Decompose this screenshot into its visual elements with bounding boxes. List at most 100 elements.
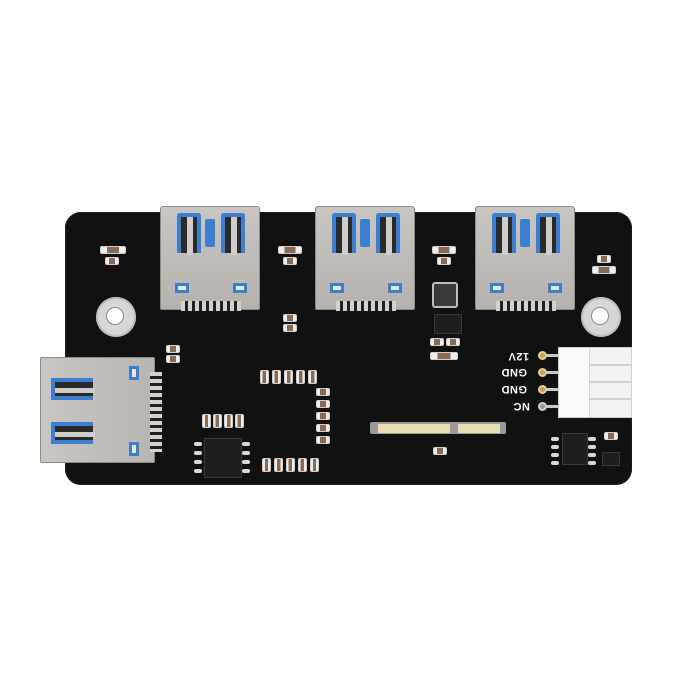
- resistor: [316, 424, 330, 432]
- resistor: [310, 458, 319, 472]
- resistor: [286, 458, 295, 472]
- usb-slot: [177, 213, 201, 255]
- usb-pins: [181, 301, 241, 311]
- capacitor: [278, 246, 302, 254]
- ic-pin: [242, 469, 250, 473]
- ic-pin: [588, 445, 596, 449]
- resistor: [284, 370, 293, 384]
- usb-slot: [51, 422, 95, 444]
- ic-pin: [551, 461, 559, 465]
- ic-pin: [194, 451, 202, 455]
- usb-tab: [490, 283, 504, 293]
- resistor: [262, 458, 271, 472]
- capacitor: [100, 246, 126, 254]
- usb-tab: [175, 283, 189, 293]
- resistor: [202, 414, 211, 428]
- pin-label-gnd: GND: [501, 366, 527, 378]
- transistor: [602, 452, 620, 466]
- resistor: [272, 370, 281, 384]
- resistor: [260, 370, 269, 384]
- header-base: [559, 348, 590, 417]
- pin-label-nc: NC: [513, 400, 530, 412]
- usb-tab: [330, 283, 344, 293]
- header-divider: [589, 364, 631, 366]
- ic-pin: [194, 469, 202, 473]
- ic-pin: [551, 445, 559, 449]
- usb-slot: [492, 213, 516, 255]
- resistor: [213, 414, 222, 428]
- fpc-connector[interactable]: [370, 422, 506, 434]
- usb-tongue: [205, 219, 215, 247]
- resistor: [283, 324, 297, 332]
- resistor: [316, 436, 330, 444]
- header-divider: [589, 381, 631, 383]
- fpc-contacts: [458, 424, 500, 433]
- ic-pin: [242, 451, 250, 455]
- resistor: [274, 458, 283, 472]
- usb-slot: [332, 213, 356, 255]
- resistor: [437, 257, 451, 265]
- usb-pins: [336, 301, 396, 311]
- ic-pin: [551, 437, 559, 441]
- usb-tab: [233, 283, 247, 293]
- mounting-hole-right: [581, 297, 621, 337]
- pin-label-12v: 12V: [508, 350, 530, 362]
- resistor: [235, 414, 244, 428]
- resistor: [166, 355, 180, 363]
- usb-pins: [496, 301, 556, 311]
- pin-lead: [546, 354, 566, 357]
- ic-pin: [588, 437, 596, 441]
- resistor: [430, 338, 444, 346]
- usb-slot: [51, 378, 95, 400]
- resistor: [105, 257, 119, 265]
- usb-tab: [548, 283, 562, 293]
- usb-slot: [536, 213, 560, 255]
- usb-tongue: [360, 219, 370, 247]
- mounting-hole-left: [96, 297, 136, 337]
- ic-pin: [588, 453, 596, 457]
- resistor: [224, 414, 233, 428]
- resistor: [283, 257, 297, 265]
- pin-lead: [546, 371, 566, 374]
- resistor: [298, 458, 307, 472]
- ic-pin: [194, 442, 202, 446]
- hub-controller-ic: [204, 438, 242, 478]
- power-switch-ic: [562, 433, 588, 465]
- usb-port-3[interactable]: [475, 206, 575, 311]
- usb-tab: [129, 366, 139, 380]
- power-header-connector[interactable]: [558, 347, 632, 418]
- ic-pin: [242, 460, 250, 464]
- resistor: [316, 412, 330, 420]
- capacitor: [430, 352, 458, 360]
- usb-tab: [388, 283, 402, 293]
- resistor: [446, 338, 460, 346]
- usb-port-1[interactable]: [160, 206, 260, 311]
- resistor: [597, 255, 611, 263]
- usb-pins: [150, 372, 162, 452]
- regulator-ic: [434, 314, 462, 334]
- resistor: [604, 432, 618, 440]
- usb-slot: [376, 213, 400, 255]
- usb-slot: [221, 213, 245, 255]
- usb-tongue: [520, 219, 530, 247]
- resistor: [283, 314, 297, 322]
- ic-pin: [194, 460, 202, 464]
- pin-lead: [546, 405, 566, 408]
- pin-lead: [546, 388, 566, 391]
- resistor: [166, 345, 180, 353]
- header-divider: [589, 398, 631, 400]
- resistor: [316, 400, 330, 408]
- capacitor: [592, 266, 616, 274]
- pin-label-gnd: GND: [501, 383, 527, 395]
- fpc-contacts: [378, 424, 450, 433]
- capacitor: [432, 246, 456, 254]
- resistor: [296, 370, 305, 384]
- resistor: [308, 370, 317, 384]
- usb-port-2[interactable]: [315, 206, 415, 311]
- resistor: [316, 388, 330, 396]
- usb-tab: [129, 442, 139, 456]
- resistor: [433, 447, 447, 455]
- ic-pin: [588, 461, 596, 465]
- usb-port-input[interactable]: [40, 357, 162, 463]
- inductor: [432, 282, 458, 308]
